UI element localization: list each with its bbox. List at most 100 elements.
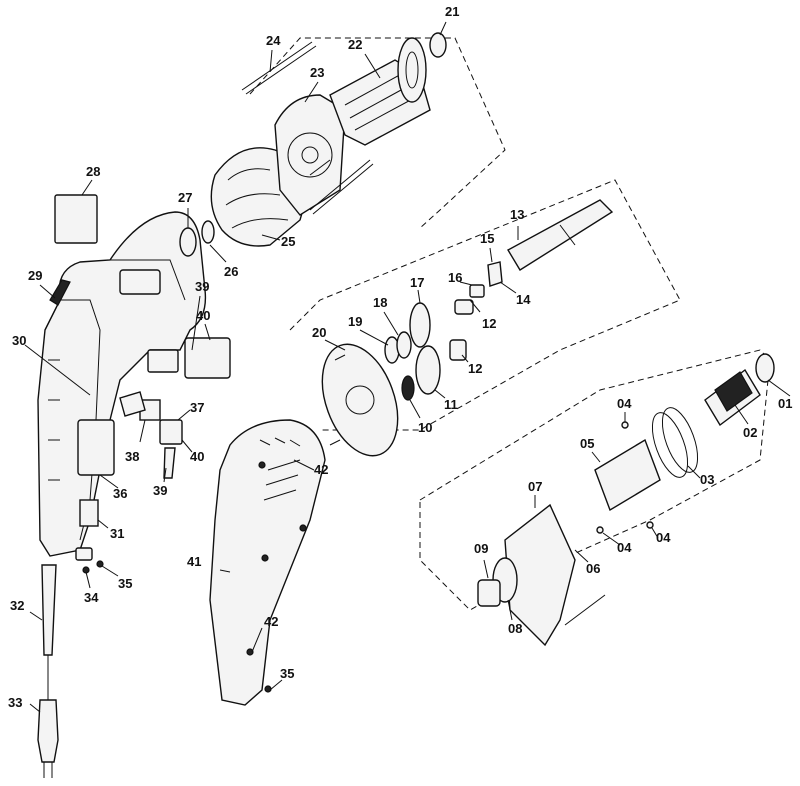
callout-16: 16: [448, 270, 473, 286]
callout-label: 17: [410, 275, 424, 290]
callout-label: 36: [113, 486, 127, 501]
callout-14: 14: [499, 281, 531, 307]
callout-label: 27: [178, 190, 192, 205]
callout-label: 40: [196, 308, 210, 323]
callout-35: 35: [101, 565, 132, 591]
callout-label: 33: [8, 695, 22, 710]
callout-label: 12: [468, 361, 482, 376]
callout-label: 19: [348, 314, 362, 329]
spindle-shaft: [507, 199, 614, 271]
callout-38: 38: [125, 419, 146, 464]
callout-42: 42: [293, 459, 328, 477]
callout-02: 02: [734, 404, 757, 440]
armature-rotor: [309, 32, 447, 176]
gearbox-housing: [321, 343, 399, 457]
callout-15: 15: [480, 231, 494, 263]
callout-18: 18: [373, 295, 399, 336]
callout-label: 39: [195, 279, 209, 294]
brush-rods: [241, 41, 374, 215]
callout-10: 10: [409, 399, 432, 435]
callout-39: 39: [191, 279, 209, 351]
motor-end-plate: [274, 94, 346, 216]
callout-label: 08: [508, 621, 522, 636]
callout-13: 13: [510, 207, 524, 240]
callout-label: 42: [314, 462, 328, 477]
callout-label: 23: [310, 65, 324, 80]
callout-label: 06: [586, 561, 600, 576]
gear-train: [384, 261, 503, 401]
callout-24: 24: [266, 33, 281, 73]
callout-label: 04: [617, 396, 632, 411]
callout-39: 39: [153, 467, 167, 498]
motor-group-outline: [249, 37, 506, 229]
callout-27: 27: [178, 190, 192, 228]
callout-label: 02: [743, 425, 757, 440]
callout-20: 20: [312, 325, 346, 351]
callout-12: 12: [469, 299, 496, 331]
callout-label: 01: [778, 396, 792, 411]
callout-label: 28: [86, 164, 100, 179]
callout-label: 39: [153, 483, 167, 498]
callout-23: 23: [304, 65, 324, 103]
callout-label: 35: [280, 666, 294, 681]
callout-34: 34: [84, 571, 99, 605]
callout-25: 25: [261, 234, 295, 249]
callout-label: 04: [617, 540, 632, 555]
callout-label: 05: [580, 436, 594, 451]
callout-label: 31: [110, 526, 124, 541]
callout-label: 22: [348, 37, 362, 52]
callout-label: 38: [125, 449, 139, 464]
callout-label: 26: [224, 264, 238, 279]
callout-label: 35: [118, 576, 132, 591]
callout-01: 01: [767, 379, 792, 411]
callout-04: 04: [651, 527, 671, 545]
callout-label: 20: [312, 325, 326, 340]
callout-label: 25: [281, 234, 295, 249]
callout-label: 09: [474, 541, 488, 556]
callout-label: 32: [10, 598, 24, 613]
callout-41: 41: [187, 554, 231, 573]
callout-label: 18: [373, 295, 387, 310]
callout-03: 03: [687, 465, 714, 487]
callout-label: 15: [480, 231, 494, 246]
callout-36: 36: [99, 474, 127, 501]
callout-19: 19: [348, 314, 389, 346]
callout-label: 12: [482, 316, 496, 331]
callout-40: 40: [196, 308, 211, 341]
callout-33: 33: [8, 695, 41, 713]
callout-label: 11: [444, 397, 458, 412]
callout-label: 10: [418, 420, 432, 435]
callout-26: 26: [209, 244, 238, 279]
callout-label: 04: [656, 530, 671, 545]
callout-label: 42: [264, 614, 278, 629]
callout-28: 28: [81, 164, 100, 196]
callout-label: 16: [448, 270, 462, 285]
callout-42: 42: [251, 614, 278, 653]
callout-35: 35: [269, 666, 294, 691]
callout-label: 40: [190, 449, 204, 464]
callout-label: 41: [187, 554, 201, 569]
callout-label: 03: [700, 472, 714, 487]
callout-29: 29: [28, 268, 56, 299]
handle-cover: [209, 419, 326, 706]
callout-04: 04: [617, 396, 632, 422]
callout-label: 34: [84, 590, 99, 605]
callout-31: 31: [97, 519, 124, 541]
switch-assembly: [119, 337, 231, 479]
callout-04: 04: [602, 532, 632, 555]
callout-22: 22: [348, 37, 381, 79]
callout-09: 09: [474, 541, 489, 579]
callout-37: 37: [177, 400, 204, 421]
housing-left-half: [37, 194, 207, 557]
callout-label: 24: [266, 33, 281, 48]
callout-11: 11: [434, 389, 458, 412]
callout-05: 05: [580, 436, 601, 463]
callout-12: 12: [461, 354, 482, 376]
callout-17: 17: [410, 275, 424, 304]
callout-label: 13: [510, 207, 524, 222]
callout-21: 21: [439, 4, 459, 36]
callout-label: 30: [12, 333, 26, 348]
callout-label: 29: [28, 268, 42, 283]
